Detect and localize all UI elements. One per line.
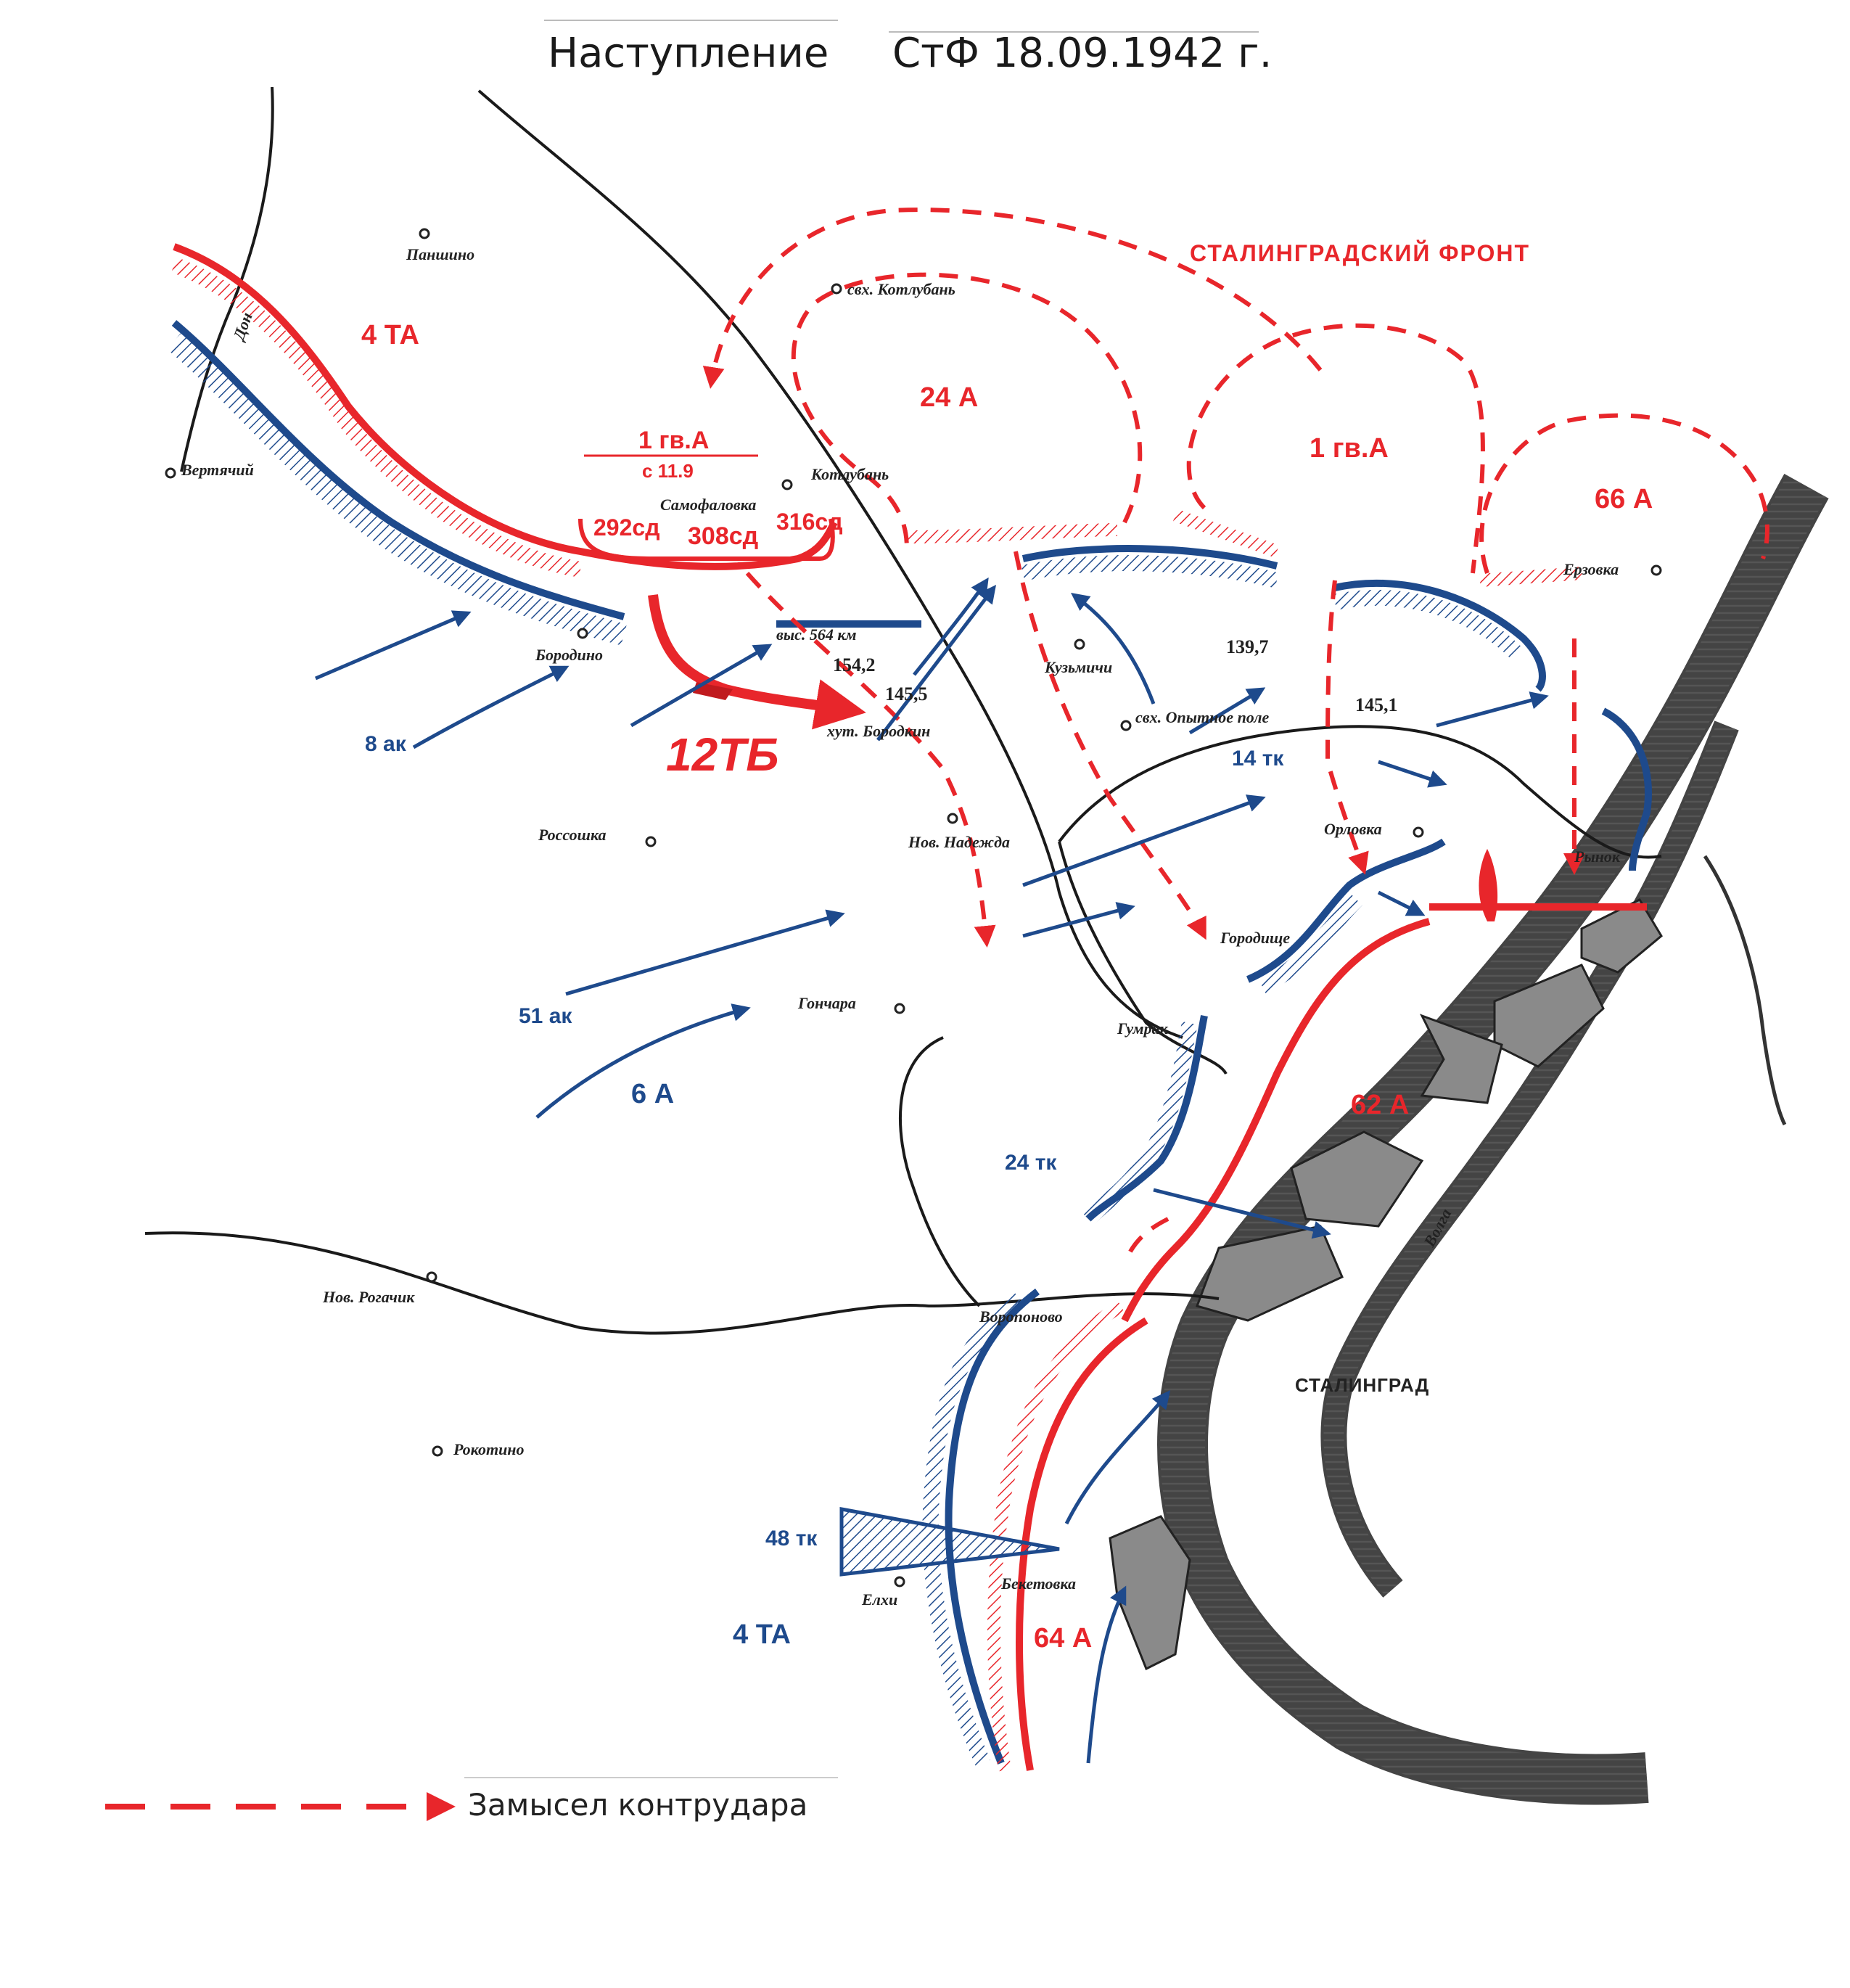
label-a24: 24 А [920,382,978,413]
label-ta4-south: 4 ТА [733,1619,791,1650]
label-sd308: 308сд [688,522,758,550]
label-gva1-left: 1 гв.А [638,427,709,454]
place-stalingrad: СТАЛИНГРАД [1295,1374,1429,1396]
label-sd292: 292сд [593,514,660,541]
place-kotluban-sovkhoz: свх. Котлубань [847,280,955,298]
place-khut-borodkin: хут. Бородкин [826,722,930,740]
height-145-1: 145,1 [1355,694,1398,715]
height-145-5: 145,5 [885,683,928,705]
german-attack-arrows [315,577,1549,1764]
legend: Замысел контрудара [105,1777,838,1823]
label-tk48: 48 тк [765,1527,818,1550]
label-gva1-top: 1 гв.А [1310,433,1389,464]
place-gorodishche: Городище [1220,929,1290,947]
place-kotluban: Котлубань [810,465,889,483]
label-front: СТАЛИНГРАДСКИЙ ФРОНТ [1190,240,1530,266]
place-elkhi: Елхи [861,1590,897,1609]
place-don: Дон [229,310,256,343]
label-tk24: 24 тк [1005,1151,1057,1175]
place-panshino: Паншино [406,245,474,263]
volga-river: Волга [1157,474,1829,1805]
title-right: СтФ 18.09.1942 г. [892,30,1272,77]
label-ak8: 8 ак [365,732,407,756]
place-borodino: Бородино [535,646,603,664]
place-voroponovo: Воропоново [979,1307,1063,1326]
place-opytnoe-pole: свх. Опытное поле [1135,708,1270,726]
place-orlovka: Орловка [1324,820,1382,838]
place-gumrak: Гумрак [1117,1019,1169,1038]
place-nov-rogachik: Нов. Рогачик [322,1288,415,1306]
place-vys564: выс. 564 км [776,625,857,644]
place-kuzmichi: Кузьмичи [1044,658,1112,676]
place-erzovka: Ерзовка [1563,560,1619,578]
railways [144,86,1662,1335]
height-154: 154,2 [833,654,876,675]
place-gonchara: Гончара [797,994,856,1012]
gva1-left-group: 1 гв.А с 11.9 292сд 308сд 316сд [578,427,843,561]
label-tb12: 12ТБ [666,728,779,781]
tk48-wedge [839,1507,1060,1577]
counterattack-plan [702,208,1769,1264]
label-ta4-north: 4 ТА [361,320,419,350]
label-a6: 6 А [631,1079,674,1109]
label-ak51: 51 ак [519,1004,572,1028]
place-rossoshka: Россошка [538,826,607,844]
place-nov-nadezhda: Нов. Надежда [908,833,1010,851]
label-gva1-left-sub: с 11.9 [642,460,694,482]
place-samofalovka: Самофаловка [660,496,756,514]
settlement-dots [165,228,1662,1587]
place-beketovka: Бекетовка [1000,1574,1076,1593]
title-left: Наступление [548,30,829,77]
place-vertyachy: Вертячий [181,461,254,479]
place-rokotino: Рокотино [453,1440,525,1458]
map-title: Наступление СтФ 18.09.1942 г. [544,20,1272,77]
stalingrad-city [1109,898,1663,1671]
german-front-lines [167,320,1652,1767]
tb12-attack-arrow [648,594,866,730]
soviet-front-lines [171,243,1647,1772]
label-sd316: 316сд [776,509,843,535]
label-tk14: 14 тк [1232,747,1284,771]
legend-label: Замысел контрудара [468,1787,807,1823]
height-139: 139,7 [1226,636,1269,657]
label-a62: 62 А [1351,1090,1409,1120]
label-a64: 64 А [1034,1623,1092,1654]
place-rynok: Рынок [1574,847,1621,866]
label-a66: 66 А [1595,484,1653,514]
